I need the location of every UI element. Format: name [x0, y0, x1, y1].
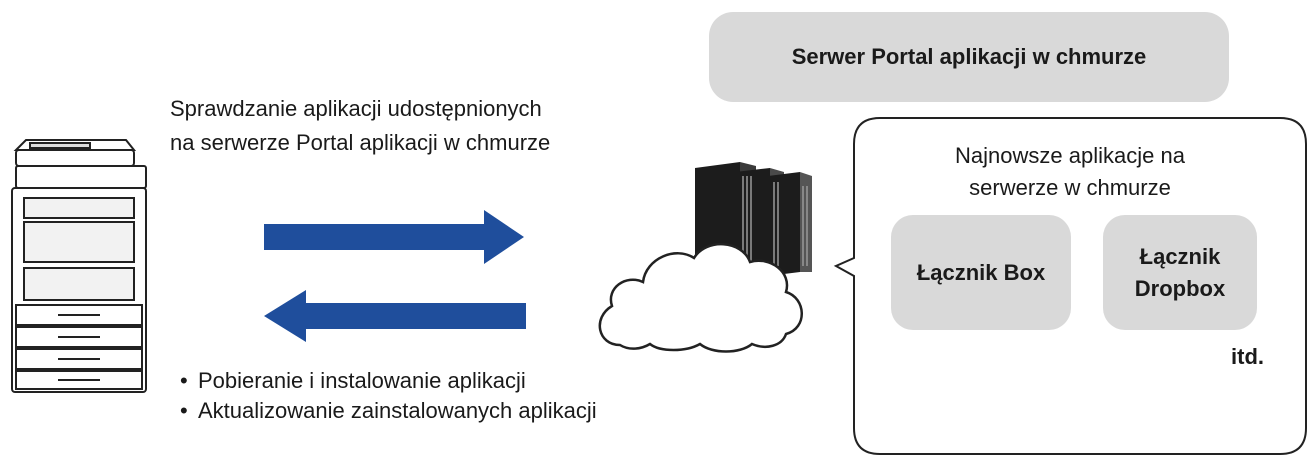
callout-bubble: [833, 117, 1307, 455]
app-tile-box-label: Łącznik Box: [916, 259, 1046, 285]
app-tile-dropbox-label-1: Łącznik: [1139, 243, 1221, 269]
etc-label: itd.: [1231, 344, 1264, 369]
response-arrow: [264, 290, 526, 342]
callout-title-line-2: serwerze w chmurze: [969, 175, 1171, 200]
app-tile-dropbox-label-2: Dropbox: [1134, 275, 1226, 301]
download-actions-list: Pobieranie i instalowanie aplikacji Aktu…: [178, 366, 618, 426]
check-apps-line-1: Sprawdzanie aplikacji udostępnionych: [170, 96, 542, 121]
app-tile-box-connector: Łącznik Box: [891, 215, 1071, 330]
request-arrow: [264, 210, 524, 264]
cloud-icon: [598, 243, 803, 353]
cloud-portal-server-label: Serwer Portal aplikacji w chmurze: [709, 12, 1229, 102]
app-tile-dropbox-connector: Łącznik Dropbox: [1103, 215, 1257, 330]
bullet-download-install: Pobieranie i instalowanie aplikacji: [178, 366, 618, 396]
callout-title-line-1: Najnowsze aplikacje na: [955, 143, 1185, 168]
bullet-update-installed: Aktualizowanie zainstalowanych aplikacji: [178, 396, 618, 426]
check-apps-line-2: na serwerze Portal aplikacji w chmurze: [170, 130, 551, 155]
callout-title: Najnowsze aplikacje na serwerze w chmurz…: [900, 140, 1240, 204]
server-label-text: Serwer Portal aplikacji w chmurze: [791, 44, 1147, 69]
multifunction-printer-icon: [11, 139, 147, 393]
check-apps-caption: Sprawdzanie aplikacji udostępnionych na …: [170, 92, 650, 160]
